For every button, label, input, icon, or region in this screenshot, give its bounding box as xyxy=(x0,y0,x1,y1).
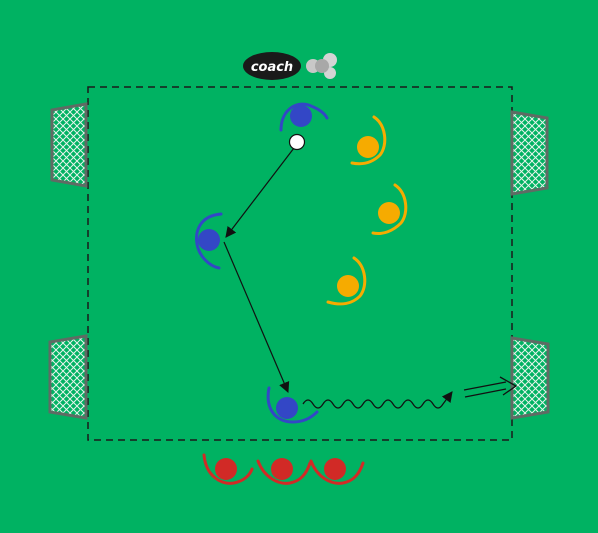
pass-line xyxy=(225,147,295,238)
goal-bottom-left xyxy=(48,334,88,420)
coach-logo: coach xyxy=(243,52,337,80)
goal-top-left xyxy=(50,102,88,188)
attacker-player xyxy=(279,102,329,132)
waiting-player xyxy=(309,458,365,485)
dribble-line xyxy=(302,391,453,409)
shot-arrow xyxy=(463,376,518,398)
attacker-player xyxy=(195,212,223,270)
goal-bottom-right xyxy=(510,336,550,420)
goal-top-right xyxy=(510,110,549,196)
defender-player xyxy=(371,183,408,235)
waiting-player xyxy=(202,453,254,485)
run-line xyxy=(223,241,290,393)
attacker-player xyxy=(266,386,319,424)
waiting-player xyxy=(256,458,312,485)
defender-player xyxy=(326,256,367,306)
defender-player xyxy=(350,115,387,166)
ball xyxy=(288,133,306,151)
field-boundary xyxy=(87,86,513,441)
logo-text: coach xyxy=(251,60,293,75)
